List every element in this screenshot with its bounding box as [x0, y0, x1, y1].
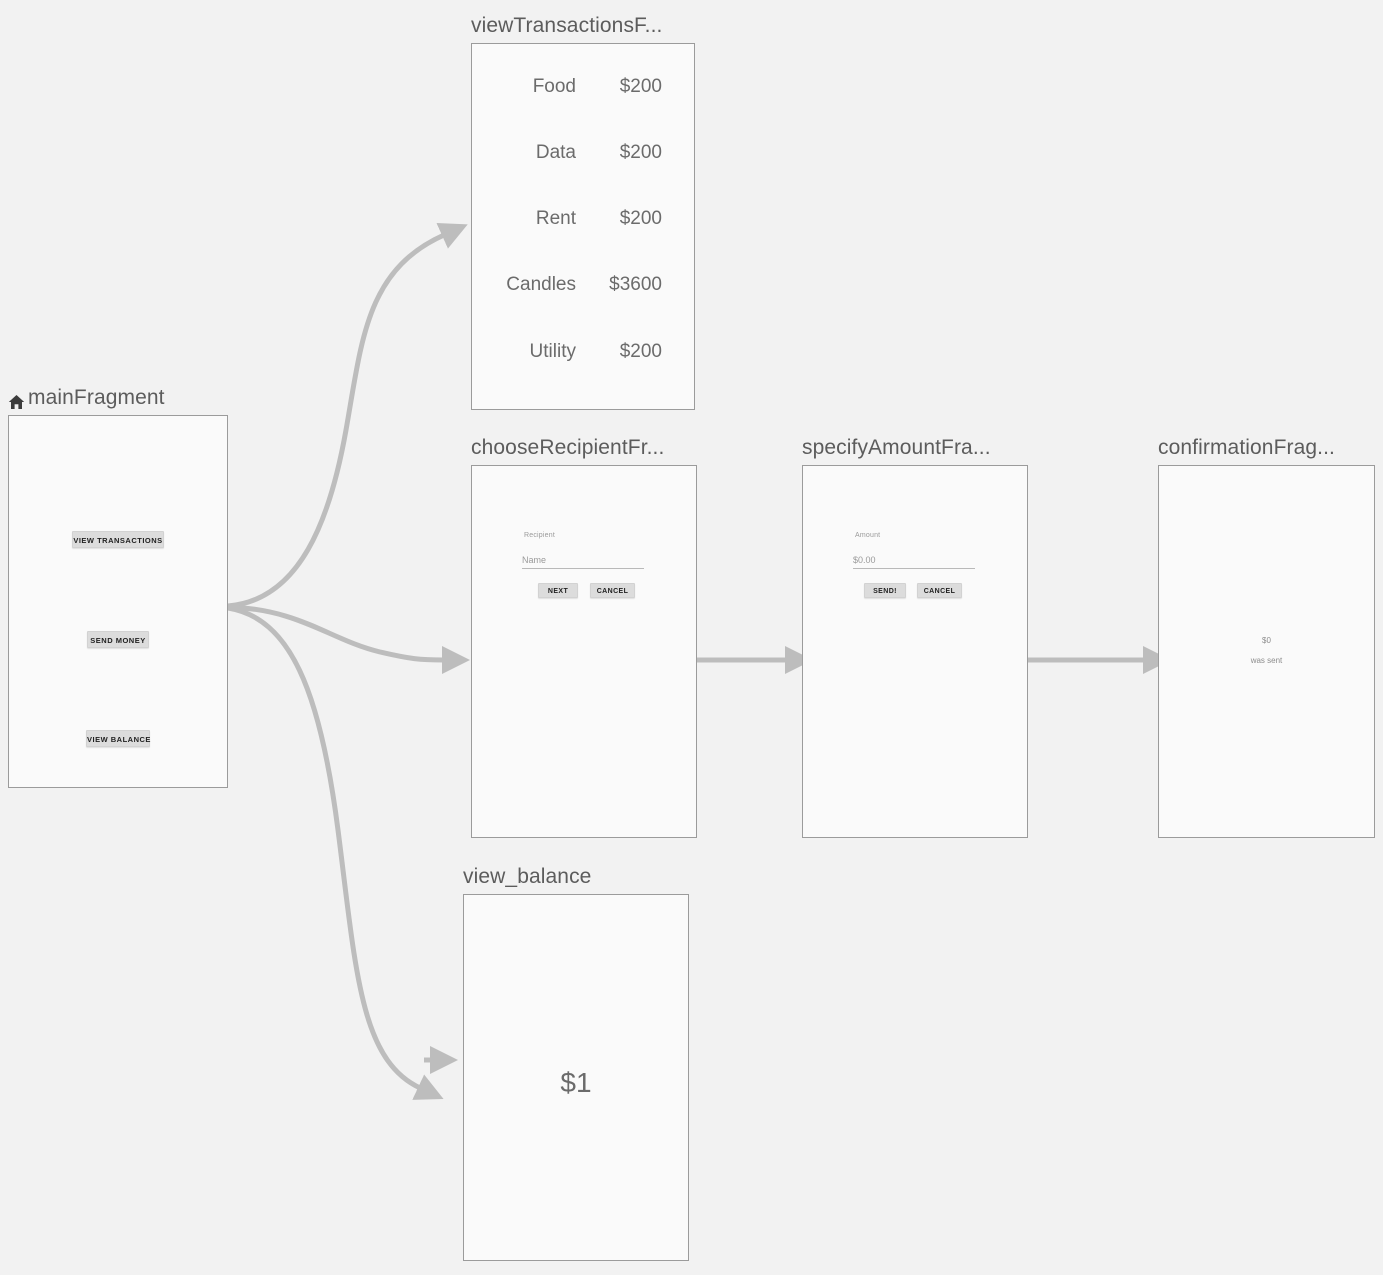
send-button[interactable]: SEND! — [864, 583, 906, 598]
transaction-name: Rent — [535, 208, 576, 229]
view-balance-button[interactable]: VIEW BALANCE — [86, 730, 150, 747]
transaction-amount: $200 — [619, 208, 662, 229]
node-view-transactions-fragment[interactable]: viewTransactionsF... Food $200 Data $200… — [471, 13, 695, 410]
node-choose-recipient-title: chooseRecipientFr... — [471, 436, 665, 459]
main-fragment-frame[interactable]: VIEW TRANSACTIONS SEND MONEY VIEW BALANC… — [8, 415, 228, 788]
confirmation-frame[interactable]: $0 was sent — [1158, 465, 1375, 838]
recipient-label: Recipient — [524, 532, 555, 539]
transaction-amount: $200 — [619, 142, 662, 163]
confirmation-subtitle: was sent — [1250, 656, 1283, 665]
view-balance-frame[interactable]: $1 — [463, 894, 689, 1261]
node-main-fragment[interactable]: mainFragment VIEW TRANSACTIONS SEND MONE… — [8, 385, 228, 788]
edge-main-to-view-balance — [225, 605, 444, 1100]
transaction-name: Candles — [506, 274, 576, 295]
node-choose-recipient-fragment[interactable]: chooseRecipientFr... Recipient Name NEXT… — [471, 435, 697, 838]
transaction-amount: $200 — [619, 76, 662, 97]
node-confirmation-title: confirmationFrag... — [1158, 436, 1335, 459]
cancel-button[interactable]: CANCEL — [590, 583, 635, 598]
transaction-row: Food $200 — [472, 76, 694, 98]
send-money-button[interactable]: SEND MONEY — [87, 631, 149, 648]
transaction-amount: $3600 — [609, 274, 662, 295]
node-confirmation-fragment[interactable]: confirmationFrag... $0 was sent — [1158, 435, 1375, 838]
view-transactions-button[interactable]: VIEW TRANSACTIONS — [72, 531, 164, 548]
transaction-amount: $200 — [619, 341, 662, 362]
node-view-balance-fragment[interactable]: view_balance $1 — [463, 864, 689, 1261]
amount-label: Amount — [855, 532, 881, 539]
node-main-fragment-title: mainFragment — [8, 385, 228, 411]
node-specify-amount-title: specifyAmountFra... — [802, 436, 991, 459]
transaction-row: Utility $200 — [472, 341, 694, 363]
home-icon — [8, 391, 25, 409]
view-transactions-frame[interactable]: Food $200 Data $200 Rent $200 Candles $3… — [471, 43, 695, 410]
choose-recipient-frame[interactable]: Recipient Name NEXT CANCEL — [471, 465, 697, 838]
specify-amount-frame[interactable]: Amount $0.00 SEND! CANCEL — [802, 465, 1028, 838]
node-view-balance-title: view_balance — [463, 865, 592, 888]
transaction-name: Utility — [529, 341, 576, 362]
edge-main-to-choose-recipient — [225, 604, 470, 674]
next-button[interactable]: NEXT — [538, 583, 578, 598]
amount-input[interactable]: $0.00 — [853, 554, 975, 569]
cancel-button[interactable]: CANCEL — [917, 583, 962, 598]
transaction-row: Data $200 — [472, 142, 694, 164]
node-specify-amount-fragment[interactable]: specifyAmountFra... Amount $0.00 SEND! C… — [802, 435, 1028, 838]
confirmation-amount: $0 — [1262, 636, 1271, 645]
node-main-fragment-label: mainFragment — [28, 386, 165, 409]
transaction-name: Data — [535, 142, 576, 163]
balance-amount: $1 — [560, 1067, 592, 1098]
edge-main-to-view-transactions — [225, 223, 468, 609]
recipient-name-input[interactable]: Name — [522, 554, 644, 569]
transaction-name: Food — [532, 76, 576, 97]
transaction-row: Rent $200 — [472, 208, 694, 230]
transaction-row: Candles $3600 — [472, 274, 694, 296]
node-view-transactions-title: viewTransactionsF... — [471, 14, 663, 37]
